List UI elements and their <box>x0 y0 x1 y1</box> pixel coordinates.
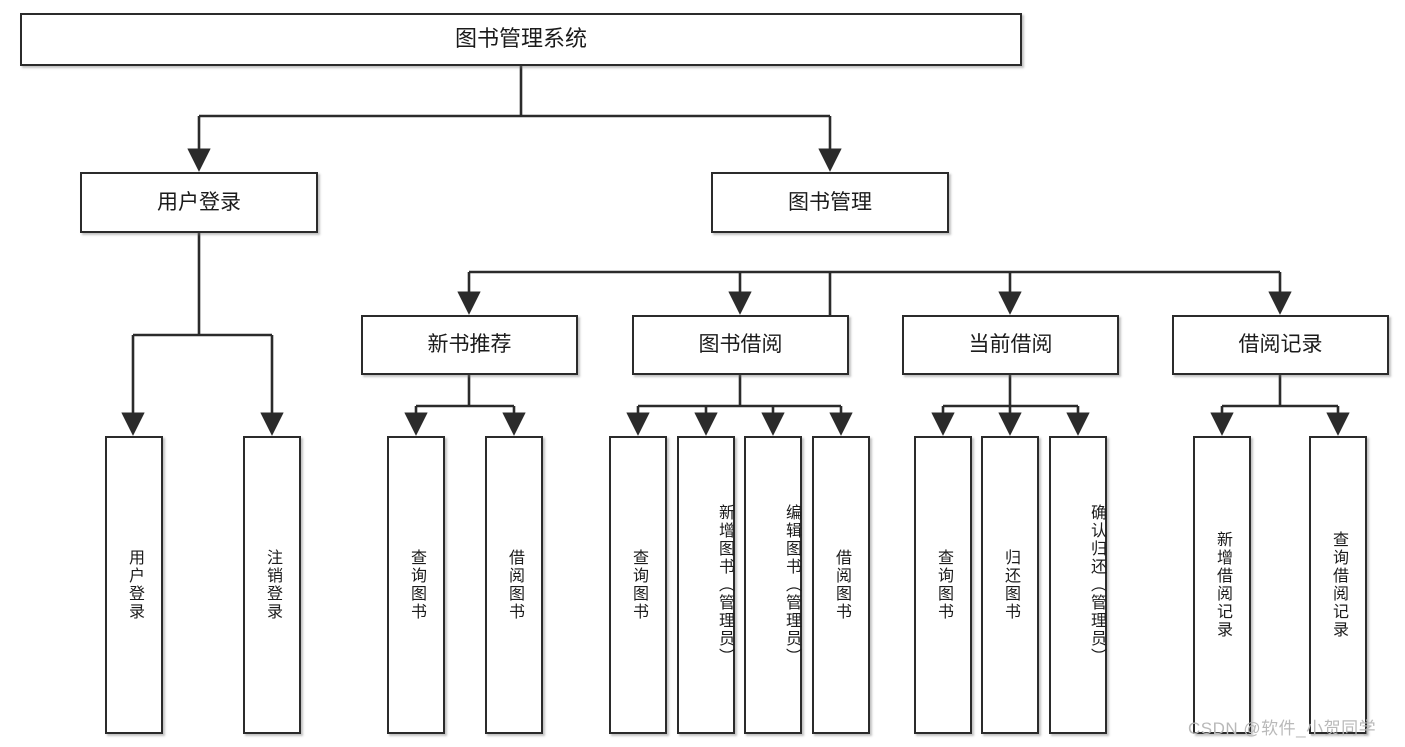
node-leaf-borrow-book-2-label: 借阅图书 <box>832 549 850 621</box>
node-leaf-query-book-3-label: 查询图书 <box>934 549 952 621</box>
node-leaf-borrow-book-1-label: 借阅图书 <box>505 549 523 621</box>
node-new-book-recommend[interactable]: 新书推荐 <box>361 315 578 375</box>
node-borrow-record-label: 借阅记录 <box>1238 333 1323 357</box>
node-leaf-borrow-book-1[interactable]: 借阅图书 <box>485 436 543 734</box>
node-leaf-edit-book-admin[interactable]: 编辑图书（管理员） <box>744 436 802 734</box>
node-user-login[interactable]: 用户登录 <box>80 172 318 233</box>
node-root[interactable]: 图书管理系统 <box>20 13 1022 66</box>
node-book-management[interactable]: 图书管理 <box>711 172 949 233</box>
node-leaf-query-book-2-label: 查询图书 <box>629 549 647 621</box>
node-leaf-user-login[interactable]: 用户登录 <box>105 436 163 734</box>
node-new-book-recommend-label: 新书推荐 <box>427 333 512 357</box>
node-leaf-edit-book-admin-label: 编辑图书（管理员） <box>783 504 800 666</box>
node-leaf-add-borrow-record-label: 新增借阅记录 <box>1213 531 1231 639</box>
node-user-login-label: 用户登录 <box>157 190 241 214</box>
node-leaf-query-borrow-record-label: 查询借阅记录 <box>1329 531 1347 639</box>
node-leaf-query-borrow-record[interactable]: 查询借阅记录 <box>1309 436 1367 734</box>
node-leaf-borrow-book-2[interactable]: 借阅图书 <box>812 436 870 734</box>
node-leaf-logout-login[interactable]: 注销登录 <box>243 436 301 734</box>
node-current-borrow[interactable]: 当前借阅 <box>902 315 1119 375</box>
node-leaf-query-book-2[interactable]: 查询图书 <box>609 436 667 734</box>
node-leaf-query-book-1-label: 查询图书 <box>407 549 425 621</box>
node-book-management-label: 图书管理 <box>788 190 872 214</box>
node-book-borrow[interactable]: 图书借阅 <box>632 315 849 375</box>
node-leaf-add-borrow-record[interactable]: 新增借阅记录 <box>1193 436 1251 734</box>
node-leaf-user-login-label: 用户登录 <box>125 549 143 621</box>
node-leaf-add-book-admin[interactable]: 新增图书（管理员） <box>677 436 735 734</box>
node-current-borrow-label: 当前借阅 <box>968 333 1053 357</box>
node-leaf-query-book-1[interactable]: 查询图书 <box>387 436 445 734</box>
node-leaf-logout-login-label: 注销登录 <box>263 549 281 621</box>
node-leaf-return-book[interactable]: 归还图书 <box>981 436 1039 734</box>
node-root-label: 图书管理系统 <box>454 26 587 52</box>
node-leaf-return-book-label: 归还图书 <box>1001 549 1019 621</box>
node-leaf-query-book-3[interactable]: 查询图书 <box>914 436 972 734</box>
watermark: CSDN @软件_小贺同学 <box>1188 719 1377 738</box>
node-leaf-confirm-return-admin-label: 确认归还（管理员） <box>1088 504 1105 666</box>
node-leaf-add-book-admin-label: 新增图书（管理员） <box>716 504 733 666</box>
node-borrow-record[interactable]: 借阅记录 <box>1172 315 1389 375</box>
node-leaf-confirm-return-admin[interactable]: 确认归还（管理员） <box>1049 436 1107 734</box>
node-book-borrow-label: 图书借阅 <box>698 333 783 357</box>
